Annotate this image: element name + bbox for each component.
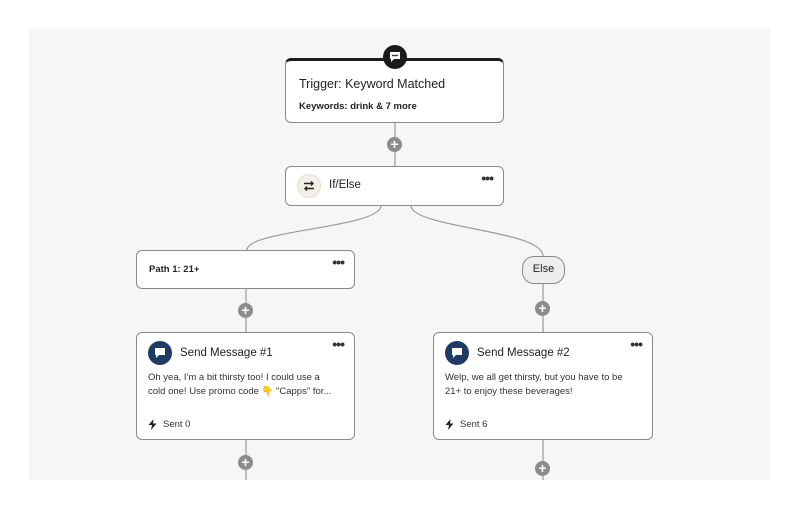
trigger-title: Trigger: Keyword Matched	[299, 77, 446, 91]
path1-node[interactable]: Path 1: 21+ •••	[136, 250, 355, 289]
more-dots-icon[interactable]: •••	[630, 336, 643, 352]
flow-canvas: Trigger: Keyword Matched Keywords: drink…	[29, 28, 770, 480]
message2-body: Welp, we all get thirsty, but you have t…	[445, 371, 623, 399]
swap-arrows-icon	[297, 174, 321, 198]
add-step-button[interactable]: +	[535, 301, 550, 316]
chat-bubble-icon	[383, 45, 407, 69]
message2-sent: Sent 6	[460, 419, 488, 430]
message1-body-line2: cold one! Use promo code 👇 "Capps" for..…	[148, 386, 332, 397]
ifelse-title: If/Else	[329, 179, 361, 191]
add-step-button[interactable]: +	[387, 137, 402, 152]
message1-node[interactable]: Send Message #1 ••• Oh yea, I'm a bit th…	[136, 332, 355, 440]
message2-title: Send Message #2	[477, 347, 570, 359]
message1-title: Send Message #1	[180, 347, 273, 359]
message1-sent: Sent 0	[163, 419, 191, 430]
more-dots-icon[interactable]: •••	[332, 254, 345, 270]
add-step-button[interactable]: +	[535, 461, 550, 476]
keywords-value: drink & 7 more	[350, 101, 417, 112]
lightning-icon	[445, 419, 454, 430]
lightning-icon	[148, 419, 157, 430]
path1-title: Path 1: 21+	[149, 264, 200, 275]
else-branch[interactable]: Else	[522, 256, 565, 284]
chat-bubble-icon	[148, 341, 172, 365]
message2-body-line2: 21+ to enjoy these beverages!	[445, 386, 573, 397]
trigger-keywords: Keywords: drink & 7 more	[299, 101, 417, 112]
message1-body-line1: Oh yea, I'm a bit thirsty too! I could u…	[148, 372, 320, 383]
message2-body-line1: Welp, we all get thirsty, but you have t…	[445, 372, 623, 383]
more-dots-icon[interactable]: •••	[332, 336, 345, 352]
message2-node[interactable]: Send Message #2 ••• Welp, we all get thi…	[433, 332, 653, 440]
add-step-button[interactable]: +	[238, 455, 253, 470]
ifelse-node[interactable]: If/Else •••	[285, 166, 504, 206]
message1-body: Oh yea, I'm a bit thirsty too! I could u…	[148, 371, 331, 399]
keywords-label: Keywords:	[299, 101, 348, 112]
chat-bubble-icon	[445, 341, 469, 365]
add-step-button[interactable]: +	[238, 303, 253, 318]
more-dots-icon[interactable]: •••	[481, 170, 494, 186]
